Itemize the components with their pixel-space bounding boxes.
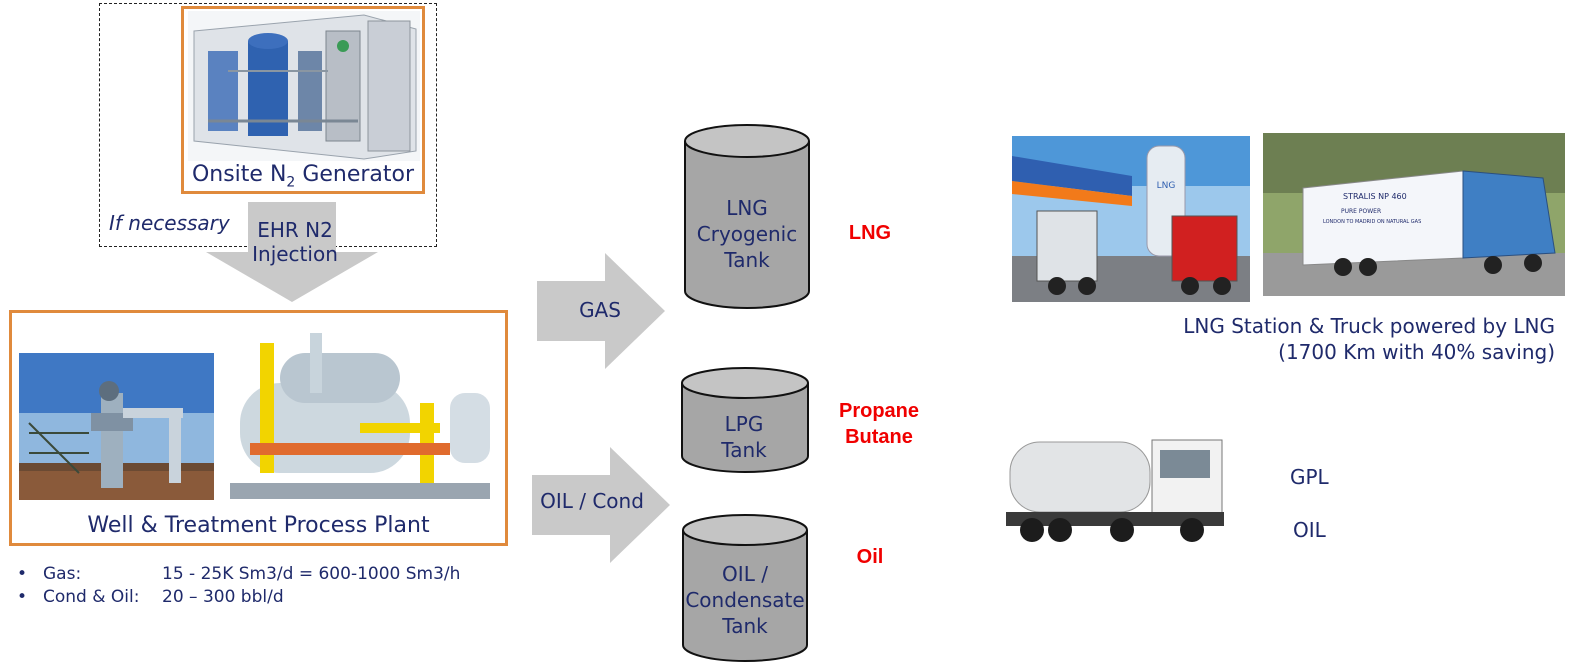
gas-arrow-label: GAS [579, 298, 621, 322]
lng-station-caption: LNG Station & Truck powered by LNG (1700… [1183, 314, 1555, 364]
oil-arrow-label: OIL / Cond [540, 489, 644, 513]
lng-truck-photo: STRALIS NP 460 PURE POWER LONDON TO MADR… [1263, 133, 1565, 296]
lng-tank-label: LNG Cryogenic Tank [696, 196, 798, 272]
n2-generator-label: Onsite N2 Generator [191, 162, 415, 191]
process-plant-box: Well & Treatment Process Plant [9, 310, 508, 546]
gpl-label: GPL [1290, 465, 1329, 489]
spec-row-oil: • Cond & Oil: 20 – 300 bbl/d [17, 587, 284, 607]
treatment-plant-photo [220, 323, 502, 509]
production-specs: • Gas: 15 - 25K Sm3/d = 600-1000 Sm3/h •… [17, 563, 460, 609]
if-necessary-note: If necessary [109, 211, 230, 235]
tanker-truck-photo [1002, 420, 1232, 555]
injection-label: EHR N2 Injection [252, 218, 338, 266]
n2-generator-photo [188, 11, 420, 161]
plant-label: Well & Treatment Process Plant [87, 513, 430, 538]
lng-product-label: LNG [848, 222, 892, 244]
truck-slogan-line2: LONDON TO MADRID ON NATURAL GAS [1323, 219, 1421, 225]
lng-station-photo: LNG [1012, 136, 1250, 302]
station-sign-text: LNG [1157, 181, 1176, 191]
n2-generator-box: Onsite N2 Generator [181, 6, 425, 194]
wellhead-photo [19, 353, 214, 500]
injection-arrow [206, 202, 378, 302]
oil-tank [682, 514, 808, 662]
oil-label: OIL [1293, 518, 1326, 542]
lpg-product-label: Propane Butane [838, 400, 920, 448]
oil-tank-label: OIL / Condensate Tank [685, 562, 805, 638]
oil-arrow [532, 447, 670, 563]
gas-arrow [537, 253, 665, 369]
lpg-tank [681, 367, 809, 473]
lng-tank [684, 124, 810, 309]
lpg-tank-label: LPG Tank [721, 412, 767, 462]
spec-row-gas: • Gas: 15 - 25K Sm3/d = 600-1000 Sm3/h [17, 564, 461, 584]
oil-product-label: Oil [856, 546, 884, 568]
truck-slogan-line1: PURE POWER [1341, 208, 1381, 215]
truck-brand-text: STRALIS NP 460 [1343, 192, 1407, 201]
